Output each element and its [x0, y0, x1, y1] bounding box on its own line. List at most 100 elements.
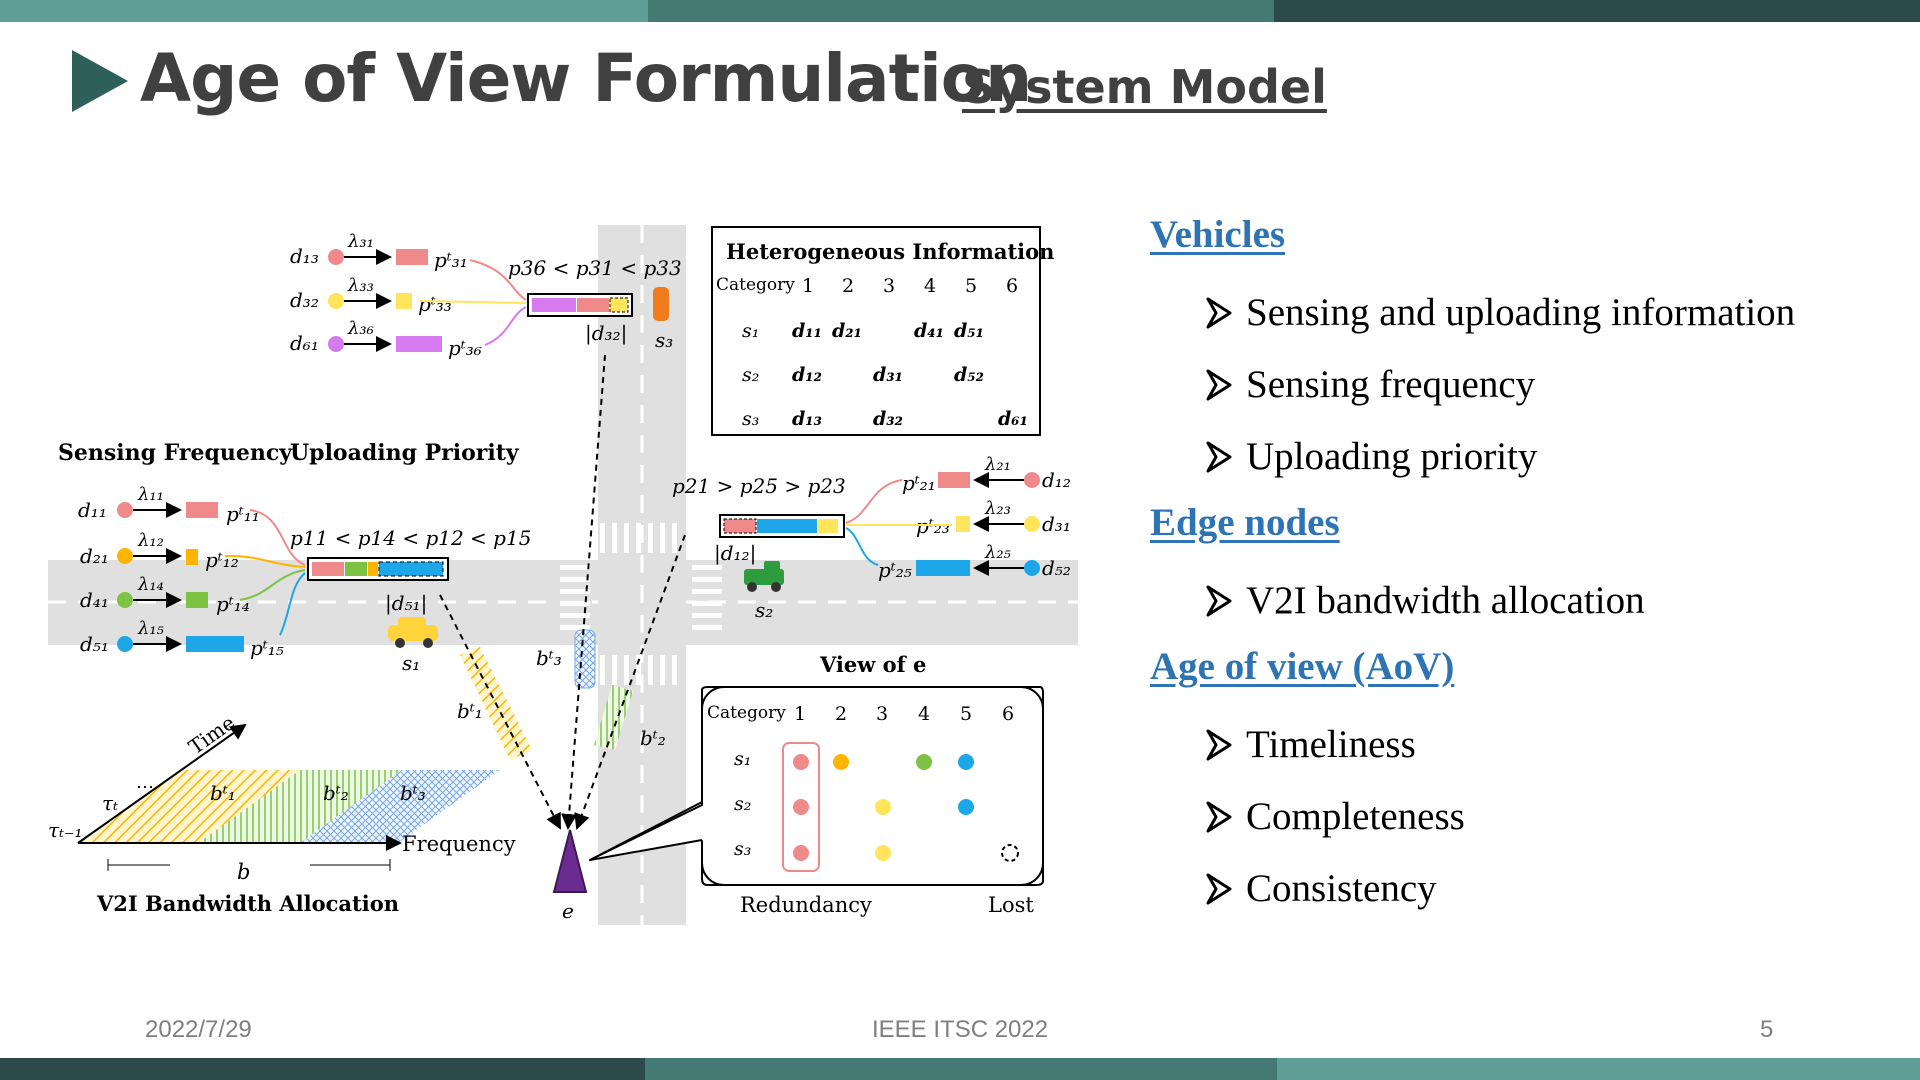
svg-text:d₆₁: d₆₁ [998, 408, 1028, 430]
svg-text:d₅₂: d₅₂ [954, 364, 984, 386]
svg-text:|d₃₂|: |d₃₂| [585, 321, 627, 346]
svg-text:pᵗ₃₁: pᵗ₃₁ [434, 248, 468, 272]
svg-text:λ₁₄: λ₁₄ [137, 574, 164, 595]
svg-text:λ₁₅: λ₁₅ [137, 618, 164, 639]
heterogeneous-title: Heterogeneous Information [726, 239, 1054, 264]
section-edge-nodes: Edge nodes [1150, 501, 1340, 544]
bullet-item: Sensing and uploading information [1150, 277, 1910, 349]
frequency-label: Frequency [402, 832, 516, 856]
svg-text:bᵗ₁: bᵗ₁ [457, 699, 483, 723]
s3-priority-order: p36 < p31 < p33 [508, 256, 682, 280]
svg-text:d₁₃: d₁₃ [290, 244, 319, 268]
s1-upload-queue: p11 < p14 < p12 < p15 |d₅₁| [224, 509, 531, 636]
svg-text:d₄₁: d₄₁ [914, 320, 944, 342]
crosswalks [558, 523, 722, 685]
edge-node-icon: e [552, 829, 588, 923]
svg-text:bᵗ₁: bᵗ₁ [210, 781, 236, 805]
bottom-bar-segment-3 [1277, 1058, 1920, 1080]
svg-text:pᵗ₂₅: pᵗ₂₅ [878, 558, 912, 582]
svg-text:pᵗ₁₅: pᵗ₁₅ [250, 636, 284, 660]
svg-text:d₁₂: d₁₂ [792, 364, 822, 386]
svg-text:pᵗ₁₁: pᵗ₁₁ [226, 502, 260, 526]
svg-text:bᵗ₂: bᵗ₂ [640, 726, 666, 750]
svg-text:d₃₂: d₃₂ [873, 408, 903, 430]
arrow-bullet-icon [1206, 441, 1232, 473]
section-vehicles: Vehicles [1150, 213, 1286, 256]
bottom-bar-segment-1 [0, 1058, 645, 1080]
bandwidth-b-label: b [237, 860, 250, 884]
table-cat-3: 3 [883, 275, 895, 297]
svg-text:λ₁₁: λ₁₁ [137, 484, 164, 505]
view-cat-5: 5 [960, 703, 972, 725]
svg-text:d₃₂: d₃₂ [290, 288, 319, 312]
svg-text:τₜ₋₁: τₜ₋₁ [48, 818, 83, 842]
svg-text:λ₂₅: λ₂₅ [984, 542, 1011, 563]
svg-text:pᵗ₁₂: pᵗ₁₂ [205, 548, 239, 572]
edge-node-label: e [562, 899, 574, 923]
view-cat-3: 3 [876, 703, 888, 725]
svg-text:d₃₁: d₃₁ [1042, 512, 1071, 536]
s1-car-icon: s₁ [388, 617, 438, 675]
svg-text:s₂: s₂ [755, 598, 773, 622]
svg-text:s₂: s₂ [742, 364, 759, 386]
svg-text:s₁: s₁ [742, 320, 759, 342]
bullet-item: Timeliness [1150, 709, 1910, 781]
svg-text:d₅₂: d₅₂ [1042, 556, 1071, 580]
arrow-bullet-icon [1206, 873, 1232, 905]
s2-upload-queue: |d₁₂| s₂ [714, 479, 952, 622]
view-cat-1: 1 [794, 703, 806, 725]
svg-text:s₃: s₃ [655, 328, 673, 352]
wireless-beams: bᵗ₁ bᵗ₃ bᵗ₂ [439, 354, 686, 830]
bullet-list: Vehicles Sensing and uploading informati… [1150, 205, 1910, 925]
svg-text:d₁₃: d₁₃ [792, 408, 822, 430]
table-cat-6: 6 [1006, 275, 1018, 297]
footer-date: 2022/7/29 [145, 1016, 252, 1043]
uploading-priority-label: Uploading Priority [290, 440, 520, 466]
svg-text:d₄₁: d₄₁ [80, 588, 109, 612]
svg-text:s₃: s₃ [742, 408, 759, 430]
arrow-bullet-icon [1206, 801, 1232, 833]
title-triangle-icon [72, 50, 128, 112]
table-cat-2: 2 [842, 275, 854, 297]
footer-conference: IEEE ITSC 2022 [872, 1016, 1049, 1043]
svg-text:pᵗ₁₄: pᵗ₁₄ [216, 592, 250, 616]
svg-text:d₂₁: d₂₁ [80, 544, 109, 568]
svg-text:d₂₁: d₂₁ [832, 320, 862, 342]
svg-text:τₜ: τₜ [102, 791, 118, 815]
svg-text:d₅₁: d₅₁ [954, 320, 984, 342]
view-title: View of e [819, 652, 926, 677]
arrow-bullet-icon [1206, 297, 1232, 329]
svg-text:λ₃₆: λ₃₆ [347, 318, 374, 339]
footer-page-number: 5 [1760, 1016, 1774, 1043]
bullet-item: V2I bandwidth allocation [1150, 565, 1910, 637]
svg-text:d₁₁: d₁₁ [78, 498, 107, 522]
s2-priority-order: p21 > p25 > p23 [672, 474, 846, 498]
redundancy-label: Redundancy [740, 893, 872, 917]
svg-text:λ₂₁: λ₂₁ [984, 454, 1011, 475]
svg-text:|d₅₁|: |d₅₁| [385, 591, 427, 616]
table-cat-4: 4 [924, 275, 936, 297]
svg-text:s₁: s₁ [734, 748, 751, 770]
svg-text:s₁: s₁ [402, 651, 420, 675]
svg-text:pᵗ₂₁: pᵗ₂₁ [902, 471, 936, 495]
sensing-frequency-label: Sensing Frequency [58, 440, 293, 466]
bullet-item: Consistency [1150, 853, 1910, 925]
view-cat-6: 6 [1002, 703, 1014, 725]
svg-text:bᵗ₂: bᵗ₂ [323, 781, 349, 805]
bullet-item: Sensing frequency [1150, 349, 1910, 421]
bottom-bar-segment-2 [645, 1058, 1277, 1080]
section-age-of-view: Age of view (AoV) [1150, 645, 1455, 688]
view-category-label: Category [707, 703, 786, 723]
svg-text:d₃₁: d₃₁ [873, 364, 903, 386]
arrow-bullet-icon [1206, 729, 1232, 761]
view-cat-4: 4 [918, 703, 930, 725]
bandwidth-allocation-diagram: Time Frequency τₜ₋₁ τₜ ⋯ bᵗ₁ bᵗ₂ bᵗ₃ b V… [48, 710, 516, 916]
bullet-item: Completeness [1150, 781, 1910, 853]
top-bar-segment-3 [1274, 0, 1920, 22]
table-cat-5: 5 [965, 275, 977, 297]
svg-text:λ₁₂: λ₁₂ [137, 530, 164, 551]
svg-text:⋯: ⋯ [136, 777, 154, 797]
svg-text:s₂: s₂ [734, 793, 751, 815]
svg-text:bᵗ₃: bᵗ₃ [400, 781, 426, 805]
